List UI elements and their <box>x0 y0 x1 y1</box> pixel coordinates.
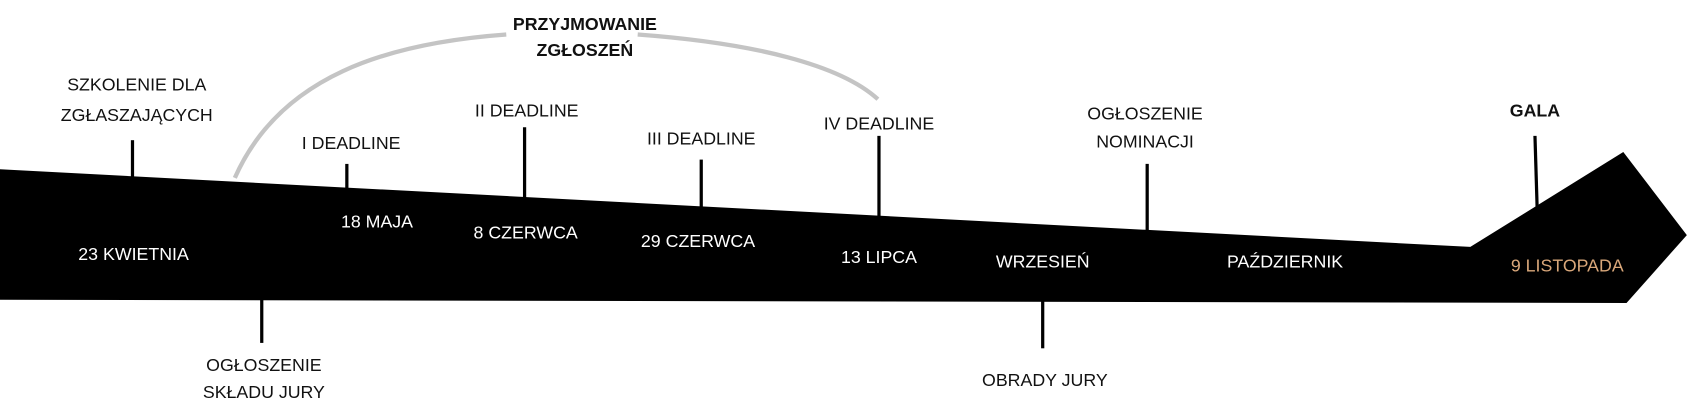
nominations-label-line2: NOMINACJI <box>1096 132 1194 152</box>
date-label: 13 LIPCA <box>841 247 917 267</box>
date-label: 29 CZERWCA <box>641 231 755 251</box>
gala-label: GALA <box>1510 100 1560 120</box>
timeline-band-arrow <box>0 152 1687 304</box>
deadline-4-label: IV DEADLINE <box>824 113 935 133</box>
jury-announcement-label-line2: SKŁADU JURY <box>203 382 325 402</box>
nominations-label-line1: OGŁOSZENIE <box>1087 104 1203 124</box>
date-label: PAŹDZIERNIK <box>1227 251 1343 271</box>
period-label-line1: PRZYJMOWANIE <box>513 14 657 34</box>
training-label-line1: SZKOLENIE DLA <box>67 75 206 95</box>
date-label: WRZESIEŃ <box>996 251 1090 271</box>
jury-deliberation-label: OBRADY JURY <box>982 370 1108 390</box>
training-label-line2: ZGŁASZAJĄCYCH <box>61 105 213 125</box>
date-label: 18 MAJA <box>341 212 413 232</box>
deadline-3-label: III DEADLINE <box>647 128 756 148</box>
submission-period-arc <box>232 32 880 179</box>
date-label: 8 CZERWCA <box>474 222 578 242</box>
jury-announcement-label-line1: OGŁOSZENIE <box>206 355 322 375</box>
gala-date-label: 9 LISTOPADA <box>1511 256 1624 276</box>
tick-gala <box>1533 135 1539 208</box>
period-label-line2: ZGŁOSZEŃ <box>537 39 634 60</box>
deadline-2-label: II DEADLINE <box>475 100 579 120</box>
deadline-1-label: I DEADLINE <box>302 133 401 153</box>
date-label: 23 KWIETNIA <box>78 244 189 264</box>
